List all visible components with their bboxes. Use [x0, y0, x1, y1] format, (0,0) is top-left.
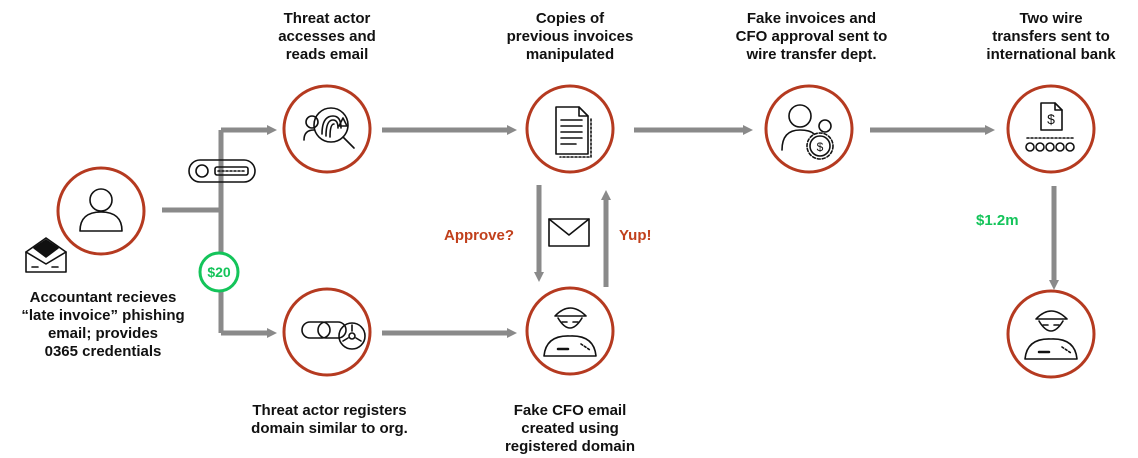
- svg-text:$: $: [1047, 111, 1055, 127]
- label-domain: Threat actor registers domain similar to…: [251, 402, 408, 437]
- node-cfo-approval: [764, 84, 854, 174]
- hacker-icon: [543, 307, 597, 357]
- amount-label: $1.2m: [976, 212, 1019, 229]
- fingerprint-magnifier-icon: [303, 107, 355, 149]
- cost-badge: $20: [198, 251, 240, 293]
- envelope-icon: [548, 218, 590, 247]
- label-accountant: Accountant recieves “late invoice” phish…: [21, 289, 185, 360]
- node-fake-cfo: [525, 286, 615, 376]
- user-icon: [79, 188, 123, 232]
- node-wire: [1006, 84, 1096, 174]
- yup-label: Yup!: [619, 227, 652, 244]
- bank-transfer-icon: $: [1025, 102, 1076, 152]
- cost-label: $20: [207, 264, 231, 280]
- label-invoices: Copies of previous invoices manipulated: [506, 10, 634, 63]
- svg-text:$: $: [817, 140, 824, 154]
- label-cfo-approval: Fake invoices and CFO approval sent to w…: [735, 10, 888, 63]
- label-fake-cfo: Fake CFO email created using registered …: [504, 402, 636, 455]
- chain-link-biohazard-icon: [301, 321, 366, 350]
- node-invoices: [525, 84, 615, 174]
- label-wire: Two wire transfers sent to international…: [986, 10, 1116, 63]
- approve-label: Approve?: [444, 227, 515, 244]
- node-receiver: [1006, 289, 1096, 379]
- label-reads-email: Threat actor accesses and reads email: [278, 10, 376, 63]
- connectors: [162, 125, 1059, 338]
- phishing-envelope-icon: [25, 237, 67, 273]
- node-domain: [282, 287, 372, 377]
- hacker-icon: [1024, 310, 1078, 360]
- user-money-gear-icon: $: [781, 104, 834, 160]
- key-icon: [188, 159, 256, 183]
- document-icon: [555, 106, 592, 158]
